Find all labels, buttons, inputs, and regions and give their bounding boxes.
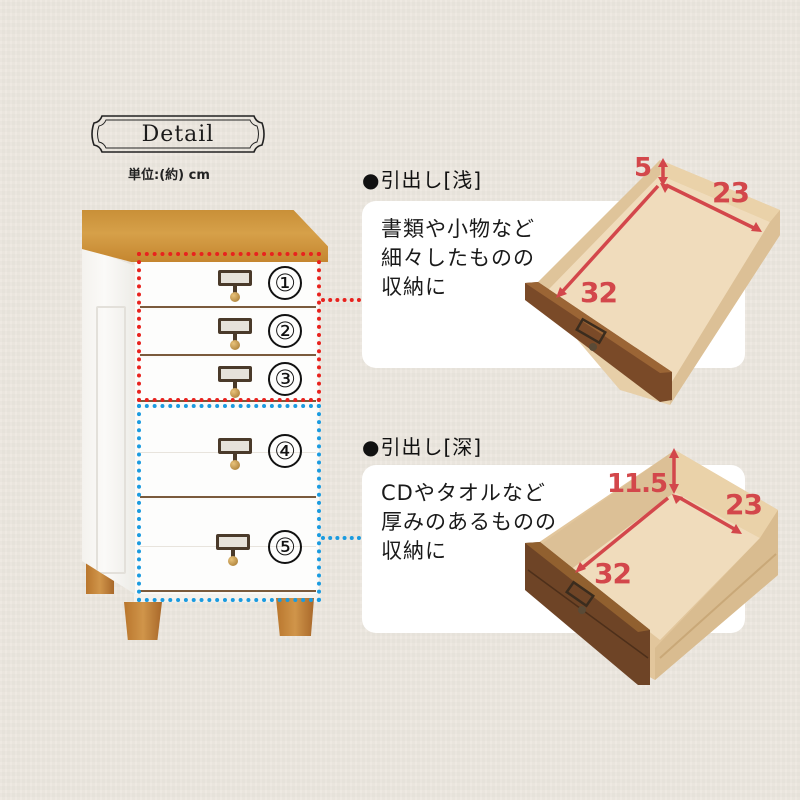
detail-title-plate: Detail bbox=[88, 113, 268, 155]
deep-drawer-illustration bbox=[525, 448, 778, 685]
drawer-pull-icon bbox=[218, 366, 252, 382]
cabinet-front: ① ② ③ ④ ⑤ bbox=[134, 256, 320, 596]
ornamental-frame-icon bbox=[91, 115, 265, 153]
deep-connector-line bbox=[321, 536, 361, 540]
drawer-3: ③ bbox=[140, 358, 316, 402]
deep-description: CDやタオルなど 厚みのあるものの 収納に bbox=[381, 479, 557, 566]
deep-width-label: 23 bbox=[725, 488, 763, 521]
description-line: 書類や小物など bbox=[381, 217, 535, 241]
shallow-drawer-illustration bbox=[525, 158, 780, 405]
drawer-knob-icon bbox=[230, 388, 240, 398]
drawer-pull-icon bbox=[218, 318, 252, 334]
drawer-2: ② bbox=[140, 310, 316, 356]
drawer-1: ① bbox=[140, 260, 316, 308]
description-line: 収納に bbox=[381, 539, 447, 563]
drawer-5: ⑤ bbox=[140, 500, 316, 592]
shallow-connector-line bbox=[321, 298, 361, 302]
drawer-pull-icon bbox=[216, 534, 250, 550]
cabinet-illustration: ① ② ③ ④ ⑤ bbox=[80, 200, 330, 640]
drawer-4: ④ bbox=[140, 408, 316, 498]
cabinet-leg-front-right bbox=[276, 598, 314, 636]
description-line: 厚みのあるものの bbox=[381, 510, 557, 534]
shallow-height-label: 5 bbox=[634, 153, 652, 183]
cabinet-leg-front-left bbox=[124, 602, 162, 640]
shallow-depth-label: 32 bbox=[580, 276, 618, 309]
unit-note: 単位:(約) cm bbox=[128, 168, 210, 183]
description-line: CDやタオルなど bbox=[381, 481, 546, 505]
description-line: 収納に bbox=[381, 275, 447, 299]
drawer-pull-icon bbox=[218, 270, 252, 286]
deep-drawers-outline bbox=[137, 404, 321, 602]
page-title: Detail bbox=[141, 121, 215, 147]
shallow-description: 書類や小物など 細々したものの 収納に bbox=[381, 215, 535, 302]
drawer-knob-icon bbox=[228, 556, 238, 566]
cabinet-side-panel bbox=[82, 246, 138, 596]
shallow-drawers-outline bbox=[137, 252, 321, 402]
drawer-number: ① bbox=[268, 266, 302, 300]
drawer-number: ④ bbox=[268, 434, 302, 468]
deep-drawer-heading: ●引出し[深] bbox=[362, 435, 483, 459]
deep-depth-label: 32 bbox=[594, 557, 632, 590]
drawer-pull-icon bbox=[218, 438, 252, 454]
drawer-knob-icon bbox=[230, 292, 240, 302]
shallow-width-label: 23 bbox=[712, 176, 750, 209]
drawer-number: ② bbox=[268, 314, 302, 348]
shallow-drawer-heading: ●引出し[浅] bbox=[362, 168, 483, 192]
description-line: 細々したものの bbox=[381, 246, 535, 270]
drawer-knob-icon bbox=[230, 340, 240, 350]
drawer-number: ⑤ bbox=[268, 530, 302, 564]
drawer-number: ③ bbox=[268, 362, 302, 396]
deep-height-label: 11.5 bbox=[607, 469, 668, 499]
drawer-knob-icon bbox=[230, 460, 240, 470]
